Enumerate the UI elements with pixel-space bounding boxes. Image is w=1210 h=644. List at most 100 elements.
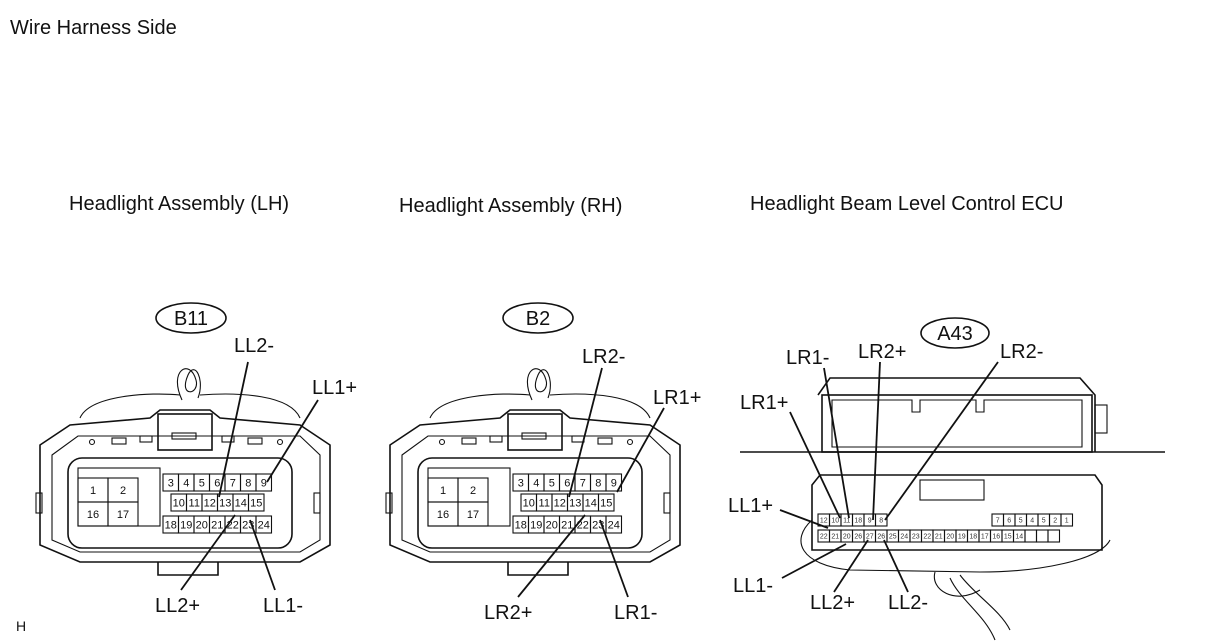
ecu-pin-4-number: 4 [1030,518,1034,525]
leader-ecu-ll2p [833,539,869,593]
ecu-pin-22-number: 22 [923,534,931,541]
pin-17-cell [457,501,489,527]
code-label-ecu: A43 [937,323,973,345]
leader-ecu-ll2m [883,539,909,593]
pin-9-number: 9 [261,478,267,490]
pin-16-number: 16 [437,509,449,521]
ecu-plug-latch [919,479,985,501]
pin-label-ecu-ll2p: LL2+ [810,592,855,614]
connector-title-lh: Headlight Assembly (LH) [69,193,289,215]
pin-6-number: 6 [214,478,220,490]
ecu-harness [800,519,1111,573]
housing-lh [39,409,331,563]
pin-21-number: 21 [561,520,573,532]
code-badge-ecu [920,317,990,349]
pin-9-cell [255,473,273,492]
pin-13-number: 13 [219,498,231,510]
ecu-pin-blank-cell [1024,529,1038,543]
page-title: Wire Harness Side [10,17,177,39]
pin-5-number: 5 [199,478,205,490]
pin-10-number: 10 [523,498,535,510]
pin-6-number: 6 [564,478,570,490]
ecu-pin-8-cell [874,513,888,527]
harness-outline-rh [429,393,651,419]
pin-label-lh-d: LL1- [263,595,303,617]
pin-label-ecu-lr1p: LR1+ [740,392,788,414]
leader-lh-a [218,361,249,498]
code-badge-lh [155,302,227,334]
pin-label-rh-a: LR2- [582,346,625,368]
leader-ecu-ll1p [779,509,829,529]
side-clip-right-rh [663,492,671,514]
pin-5-number: 5 [549,478,555,490]
pin-label-lh-c: LL2+ [155,595,200,617]
pin-24-cell [605,515,623,534]
pin-24-cell [255,515,273,534]
pin-15-number: 15 [600,498,612,510]
pin-18-number: 18 [515,520,527,532]
vent-slots-rh [438,435,634,446]
ecu-pin-15-number: 15 [1004,534,1012,541]
pin-18-number: 18 [165,520,177,532]
pin-label-rh-b: LR1+ [653,387,701,409]
pin-15-cell [597,493,615,512]
bottom-tab-rh [507,562,569,576]
pin-2-number: 2 [120,485,126,497]
pin-1-number: 1 [90,485,96,497]
pin-9-number: 9 [611,478,617,490]
pin-19-number: 19 [530,520,542,532]
pin-13-number: 13 [569,498,581,510]
leader-lh-d [249,519,276,591]
face-rh [417,457,643,549]
pin-22-number: 22 [577,520,589,532]
pin-label-ecu-lr2p: LR2+ [858,341,906,363]
pin-4-number: 4 [533,478,539,490]
pin-21-number: 21 [211,520,223,532]
pin-12-number: 12 [554,498,566,510]
leader-rh-a [568,367,603,498]
ecu-pin-1-number: 1 [1065,518,1069,525]
pin-24-number: 24 [608,520,620,532]
ecu-pin-26-number: 26 [854,534,862,541]
pin-11-number: 11 [189,498,200,510]
pin-label-ecu-ll1p: LL1+ [728,495,773,517]
ecu-pin-22-number: 22 [820,534,828,541]
pin-label-ecu-ll2m: LL2- [888,592,928,614]
pin-20-number: 20 [196,520,208,532]
pin-19-number: 19 [180,520,192,532]
ecu-pin-21-number: 21 [935,534,943,541]
ecu-pin-18-number: 18 [854,518,862,525]
vent-slots-lh [88,435,284,446]
ecu-pin-9-number: 9 [868,518,872,525]
latch-slot-lh [171,432,197,440]
pin-17-number: 17 [117,509,129,521]
connector-title-ecu: Headlight Beam Level Control ECU [750,193,1064,215]
ecu-pin-11-number: 11 [843,518,850,525]
leader-rh-d [599,519,629,598]
pin-label-lh-a: LL2- [234,335,274,357]
side-clip-left-rh [385,492,393,514]
ecu-pin-8-number: 8 [879,518,883,525]
ecu-pin-7-number: 7 [996,518,1000,525]
pin-15-cell [247,493,265,512]
leader-rh-c [517,514,586,598]
ecu-pin-24-number: 24 [900,534,908,541]
ecu-recess [831,399,1083,448]
housing-rh [389,409,681,563]
code-label-rh: B2 [526,308,550,330]
leader-ecu-ll1m [781,543,847,579]
leader-ecu-lr1p [789,411,841,519]
ecu-side-clip [1094,404,1108,434]
pin-7-number: 7 [580,478,586,490]
ecu-pin-20-number: 20 [946,534,954,541]
pin-1-number: 1 [440,485,446,497]
footer-mark: H [16,618,26,634]
ecu-pin-19-number: 19 [958,534,966,541]
connector-title-rh: Headlight Assembly (RH) [399,195,622,217]
pin-label-lh-b: LL1+ [312,377,357,399]
ecu-pin-10-number: 10 [831,518,839,525]
pin-4-number: 4 [183,478,189,490]
ecu-pin-1-cell [1060,513,1074,527]
pin-15-number: 15 [250,498,262,510]
